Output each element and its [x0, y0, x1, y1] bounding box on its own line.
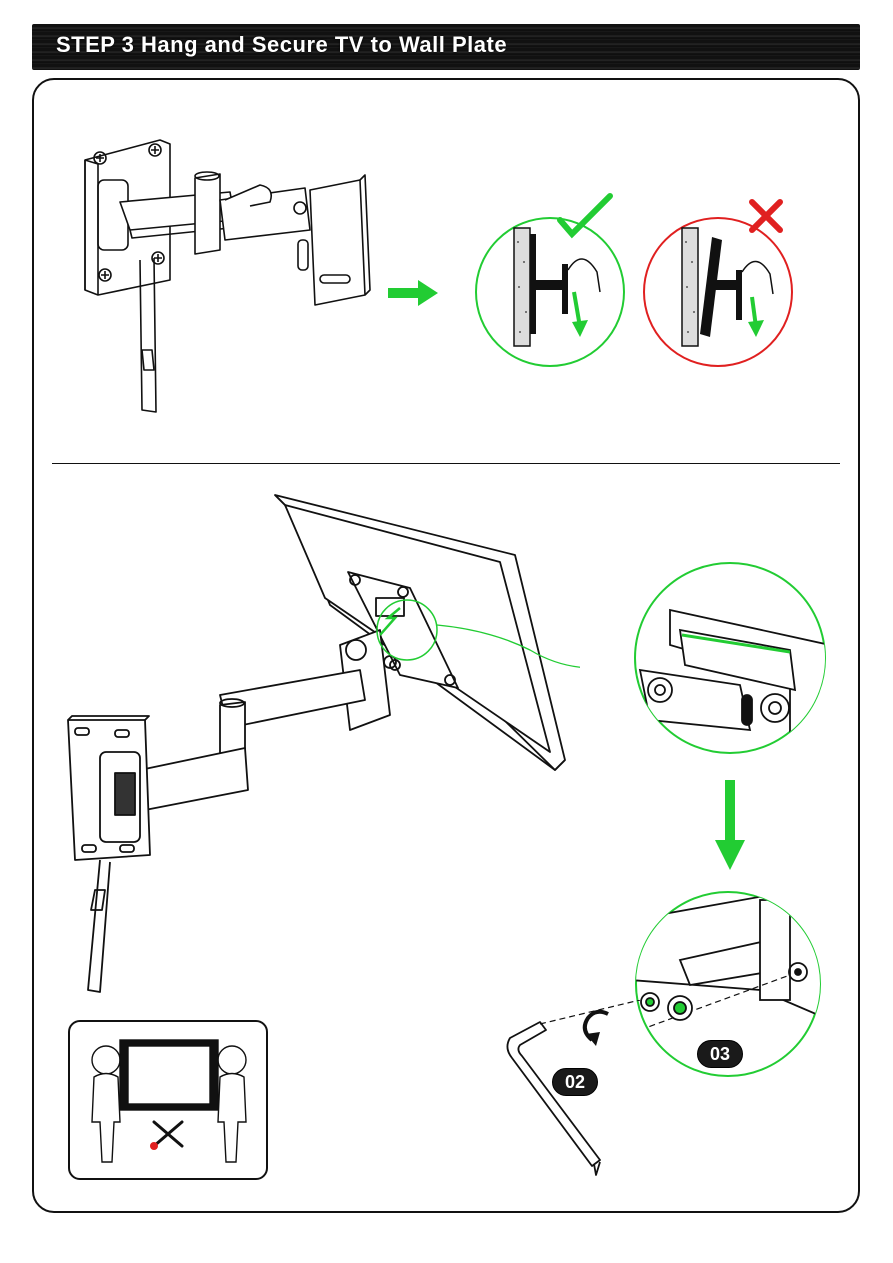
- down-arrow-icon: [713, 780, 747, 872]
- two-person-tools-note: [68, 1020, 268, 1180]
- screw-part-badge: 03: [697, 1040, 743, 1068]
- bracket-zoom-detail: [630, 560, 830, 760]
- allen-key-part-badge: 02: [552, 1068, 598, 1096]
- two-people-lifting-tv-icon: [70, 1022, 266, 1178]
- screwdriver-wrench-icon: [154, 1122, 182, 1146]
- wall-plate-arm-illustration: [70, 130, 390, 420]
- step-header: STEP 3 Hang and Secure TV to Wall Plate: [32, 24, 860, 70]
- tv-mount-assembly-illustration: [60, 490, 580, 1000]
- section-divider: [52, 463, 840, 464]
- cross-mark-icon: [752, 202, 780, 230]
- correct-hanging-detail: [472, 192, 632, 370]
- next-step-arrow-icon: [388, 280, 440, 306]
- step-title: STEP 3 Hang and Secure TV to Wall Plate: [56, 32, 507, 58]
- incorrect-hanging-detail: [640, 192, 800, 370]
